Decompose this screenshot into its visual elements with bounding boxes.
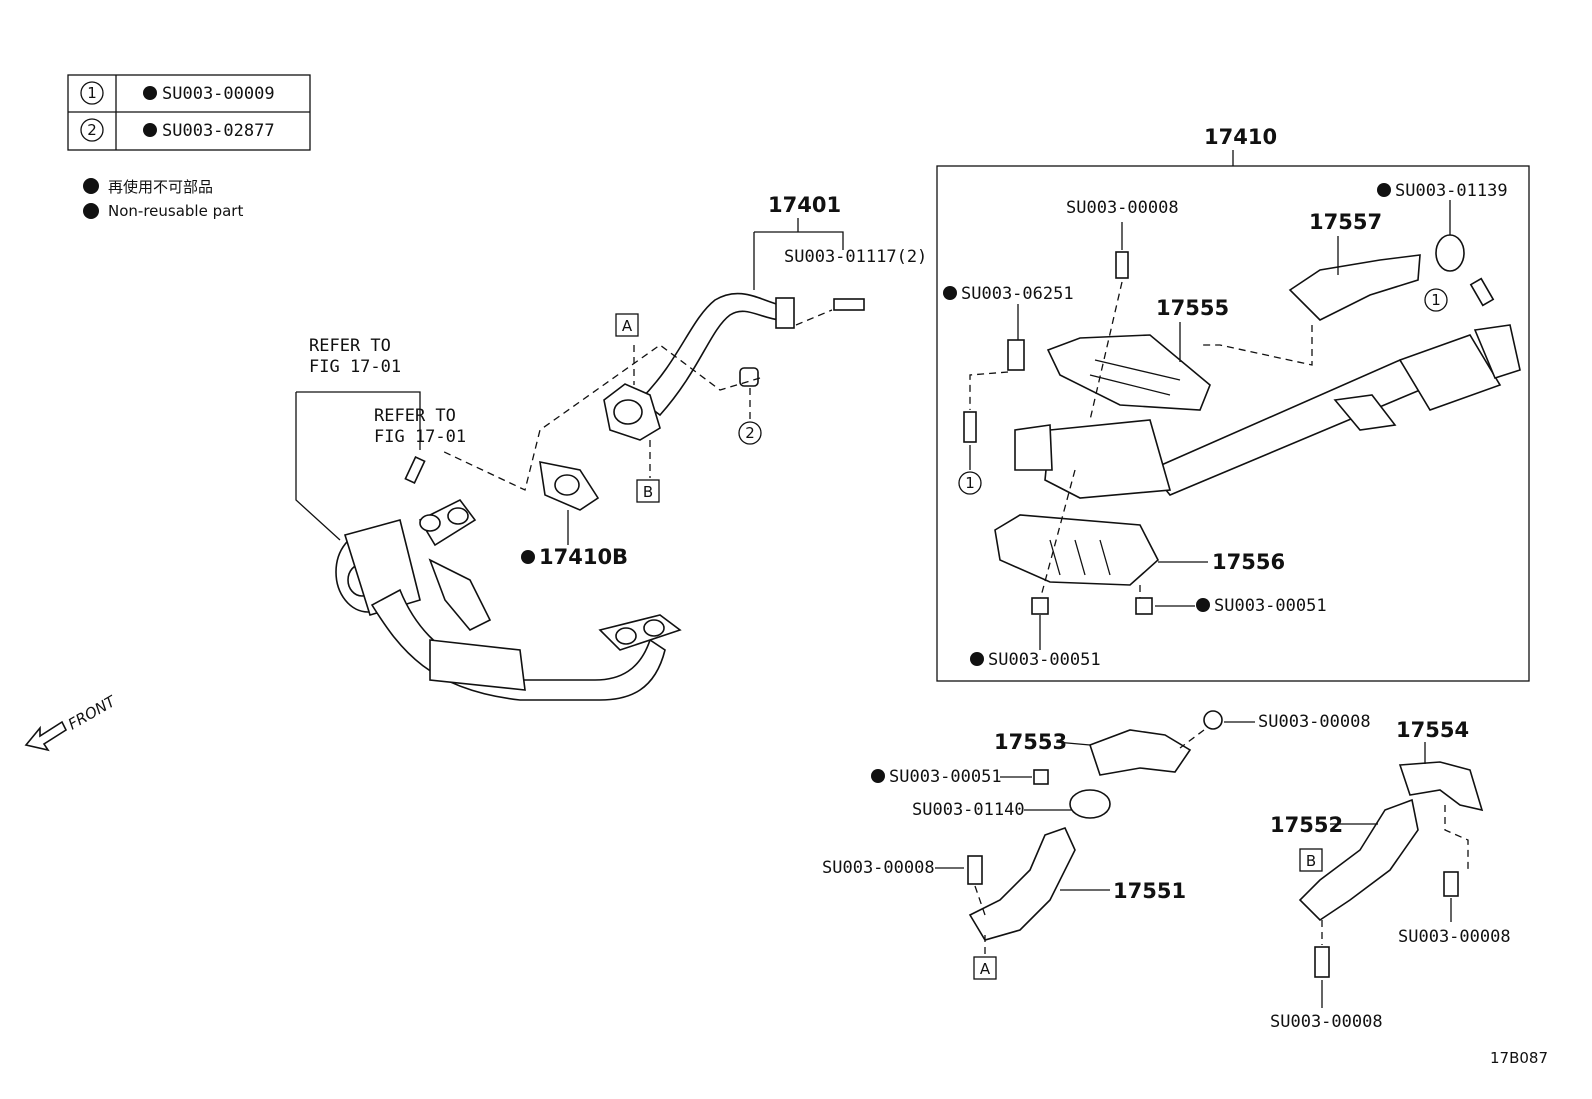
bolt-icon xyxy=(1115,251,1129,279)
circle-number-1-left: 1 xyxy=(965,474,975,492)
non-reusable-note: 再使用不可部品 Non-reusable part xyxy=(83,178,243,220)
su003-00008-label-2: SU003-00008 xyxy=(822,858,935,878)
non-reusable-dot-icon xyxy=(521,550,535,564)
heat-insulator-17556 xyxy=(994,514,1159,586)
box-letter-a-bottom: A xyxy=(980,960,991,978)
clip-icon xyxy=(1007,339,1025,371)
su003-00051-label-lower: SU003-00051 xyxy=(889,767,1002,787)
bolt-icon xyxy=(1443,871,1459,897)
part-17557-label: 17557 xyxy=(1309,210,1382,234)
front-arrow-icon xyxy=(24,720,68,752)
su003-01139-label: SU003-01139 xyxy=(1395,181,1508,201)
heat-insulator-17552 xyxy=(1298,798,1419,922)
legend-code-1: SU003-00009 xyxy=(162,84,275,104)
part-17401-bolt-label: SU003-01117(2) xyxy=(784,247,927,267)
box-letter-b-bottom: B xyxy=(1306,852,1316,870)
clamp-icon xyxy=(1069,789,1111,819)
circle-number-2: 2 xyxy=(745,424,755,442)
part-17410-label: 17410 xyxy=(1204,125,1277,149)
non-reusable-dot-icon xyxy=(143,86,157,100)
front-label: FRONT xyxy=(65,691,120,733)
legend-marker-1: 1 xyxy=(87,84,97,102)
nut-icon xyxy=(1135,597,1153,615)
heat-insulator-17557 xyxy=(1288,254,1421,321)
su003-00051-label-bottom: SU003-00051 xyxy=(988,650,1101,670)
nut-icon xyxy=(1031,597,1049,615)
clamp-icon xyxy=(1435,234,1465,272)
nut-icon xyxy=(1033,769,1049,785)
catalytic-converter-17410 xyxy=(1014,324,1521,499)
assembly-17410-frame xyxy=(936,165,1530,682)
legend-circle-2 xyxy=(80,118,104,142)
heat-insulator-17554 xyxy=(1398,761,1484,812)
su003-00008-label-4: SU003-00008 xyxy=(1270,1012,1383,1032)
part-17401-label: 17401 xyxy=(768,193,841,217)
bolt-icon xyxy=(963,411,977,443)
heat-insulator-17551 xyxy=(968,827,1076,941)
non-reusable-dot-icon xyxy=(943,286,957,300)
stud-bolt xyxy=(833,298,865,311)
bolt-icon xyxy=(1314,946,1330,978)
part-17555-label: 17555 xyxy=(1156,296,1229,320)
fig-label-1: FIG 17-01 xyxy=(309,357,401,377)
heat-insulator-17555 xyxy=(1046,334,1211,411)
refer-to-label-2: REFER TO xyxy=(374,406,456,426)
non-reusable-dot-icon xyxy=(1377,183,1391,197)
non-reusable-dot-icon xyxy=(871,769,885,783)
gasket-17410b: 17410B xyxy=(521,460,628,569)
legend-marker-2: 2 xyxy=(87,121,97,139)
part-17410b-label: 17410B xyxy=(539,545,628,569)
circle-number-1-right: 1 xyxy=(1431,291,1441,309)
part-17551-label: 17551 xyxy=(1113,879,1186,903)
legend-circle-1 xyxy=(80,81,104,105)
su003-00051-label-right: SU003-00051 xyxy=(1214,596,1327,616)
su003-06251-label: SU003-06251 xyxy=(961,284,1074,304)
box-letter-b-top: B xyxy=(643,483,653,501)
exhaust-manifold-assembly xyxy=(335,455,682,701)
refer-to-label-1: REFER TO xyxy=(309,336,391,356)
bolt-icon xyxy=(1469,277,1495,307)
non-reusable-dot-icon xyxy=(1196,598,1210,612)
refer-leader xyxy=(295,391,421,541)
legend-table: 1 SU003-00009 2 SU003-02877 xyxy=(67,74,311,151)
su003-00008-label-3: SU003-00008 xyxy=(1398,927,1511,947)
bolt-icon xyxy=(1203,710,1223,730)
note-japanese: 再使用不可部品 xyxy=(108,178,213,196)
diagram-code: 17B087 xyxy=(1490,1049,1548,1067)
heat-insulator-17553 xyxy=(1088,729,1192,776)
front-pipe-17401 xyxy=(603,218,865,441)
bolt-icon xyxy=(967,855,983,885)
note-english: Non-reusable part xyxy=(108,202,243,220)
non-reusable-dot-icon xyxy=(83,203,99,219)
su003-00008-label-1: SU003-00008 xyxy=(1258,712,1371,732)
part-17552-label: 17552 xyxy=(1270,813,1343,837)
front-arrow: FRONT xyxy=(24,691,120,752)
part-17554-label: 17554 xyxy=(1396,718,1469,742)
part-17556-label: 17556 xyxy=(1212,550,1285,574)
non-reusable-dot-icon xyxy=(83,178,99,194)
su003-01140-label: SU003-01140 xyxy=(912,800,1025,820)
non-reusable-dot-icon xyxy=(970,652,984,666)
part-17553-label: 17553 xyxy=(994,730,1067,754)
nut-2 xyxy=(739,367,759,387)
legend-code-2: SU003-02877 xyxy=(162,121,275,141)
su003-00008-label-box: SU003-00008 xyxy=(1066,198,1179,218)
box-letter-a-top: A xyxy=(622,317,633,335)
non-reusable-dot-icon xyxy=(143,123,157,137)
